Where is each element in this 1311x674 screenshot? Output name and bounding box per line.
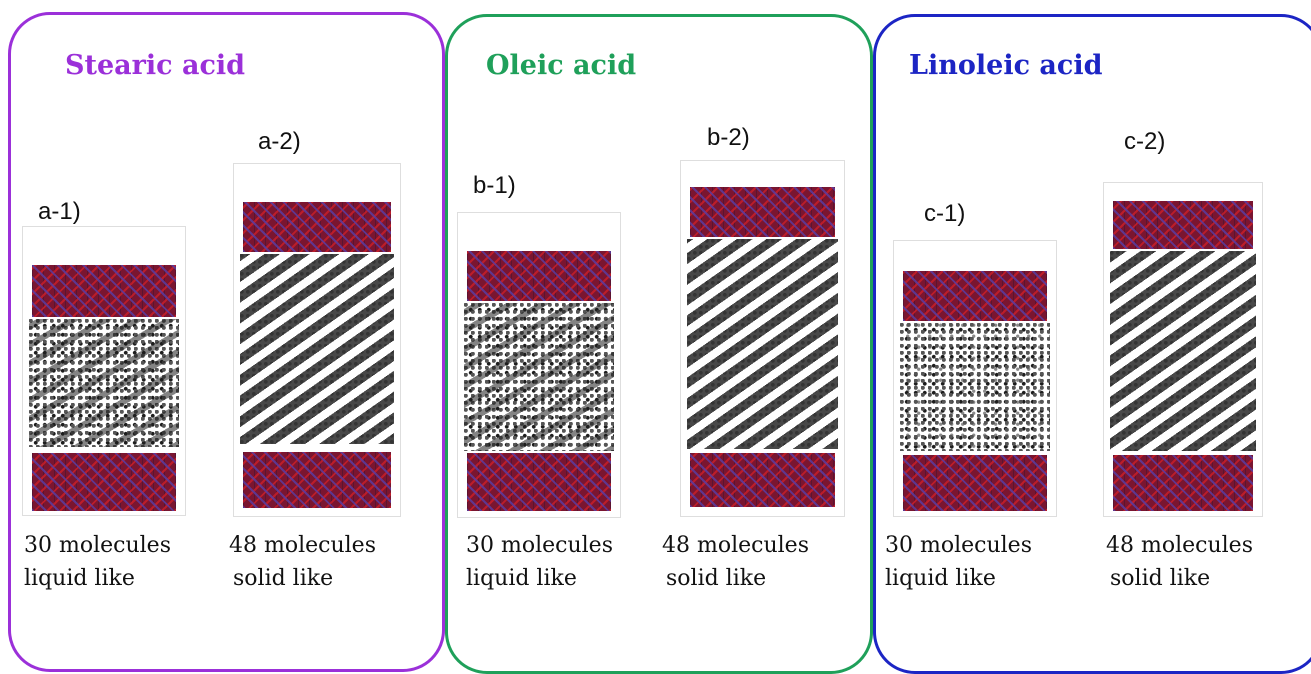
molecule-count: 48 molecules bbox=[229, 533, 376, 558]
top-oxide-slab bbox=[243, 202, 391, 252]
molecule-count: 30 molecules bbox=[24, 533, 171, 558]
top-oxide-slab bbox=[690, 187, 835, 237]
molecule-layer bbox=[900, 323, 1050, 451]
phase-state: solid like bbox=[666, 566, 767, 591]
phase-state: liquid like bbox=[885, 566, 996, 591]
simulation-cell-c-2 bbox=[1103, 182, 1263, 517]
phase-state: solid like bbox=[233, 566, 334, 591]
molecule-count: 30 molecules bbox=[885, 533, 1032, 558]
bottom-oxide-slab bbox=[903, 455, 1047, 511]
panel-label-b-1: b-1) bbox=[473, 172, 516, 199]
linoleic-acid-title: Linoleic acid bbox=[909, 50, 1103, 81]
simulation-cell-a-2 bbox=[233, 163, 401, 517]
molecule-layer bbox=[687, 239, 838, 449]
panel-label-c-2: c-2) bbox=[1124, 128, 1166, 155]
stearic-acid-title: Stearic acid bbox=[65, 50, 246, 81]
bottom-oxide-slab bbox=[690, 453, 835, 507]
molecule-layer bbox=[1110, 251, 1256, 451]
caption-c-1: 30 molecules liquid like bbox=[885, 529, 1032, 595]
panel-label-a-1: a-1) bbox=[38, 198, 81, 225]
oleic-acid-title: Oleic acid bbox=[486, 50, 637, 81]
molecule-count: 30 molecules bbox=[466, 533, 613, 558]
molecule-count: 48 molecules bbox=[662, 533, 809, 558]
bottom-oxide-slab bbox=[1113, 455, 1253, 511]
caption-b-2: 48 molecules solid like bbox=[662, 529, 809, 595]
top-oxide-slab bbox=[32, 265, 176, 317]
panel-label-c-1: c-1) bbox=[924, 200, 966, 227]
bottom-oxide-slab bbox=[243, 452, 391, 508]
simulation-cell-c-1 bbox=[893, 240, 1057, 517]
panel-label-a-2: a-2) bbox=[258, 128, 301, 155]
molecule-layer bbox=[464, 303, 614, 451]
caption-a-2: 48 molecules solid like bbox=[229, 529, 376, 595]
top-oxide-slab bbox=[467, 251, 611, 301]
phase-state: liquid like bbox=[466, 566, 577, 591]
panel-label-b-2: b-2) bbox=[707, 124, 750, 151]
bottom-oxide-slab bbox=[32, 453, 176, 511]
bottom-oxide-slab bbox=[467, 453, 611, 511]
phase-state: liquid like bbox=[24, 566, 135, 591]
simulation-cell-a-1 bbox=[22, 226, 186, 516]
caption-c-2: 48 molecules solid like bbox=[1106, 529, 1253, 595]
top-oxide-slab bbox=[1113, 201, 1253, 249]
molecule-count: 48 molecules bbox=[1106, 533, 1253, 558]
phase-state: solid like bbox=[1110, 566, 1211, 591]
molecule-layer bbox=[240, 254, 394, 444]
caption-b-1: 30 molecules liquid like bbox=[466, 529, 613, 595]
molecule-layer bbox=[29, 319, 179, 447]
simulation-cell-b-2 bbox=[680, 160, 845, 517]
top-oxide-slab bbox=[903, 271, 1047, 321]
simulation-cell-b-1 bbox=[457, 212, 621, 518]
caption-a-1: 30 molecules liquid like bbox=[24, 529, 171, 595]
